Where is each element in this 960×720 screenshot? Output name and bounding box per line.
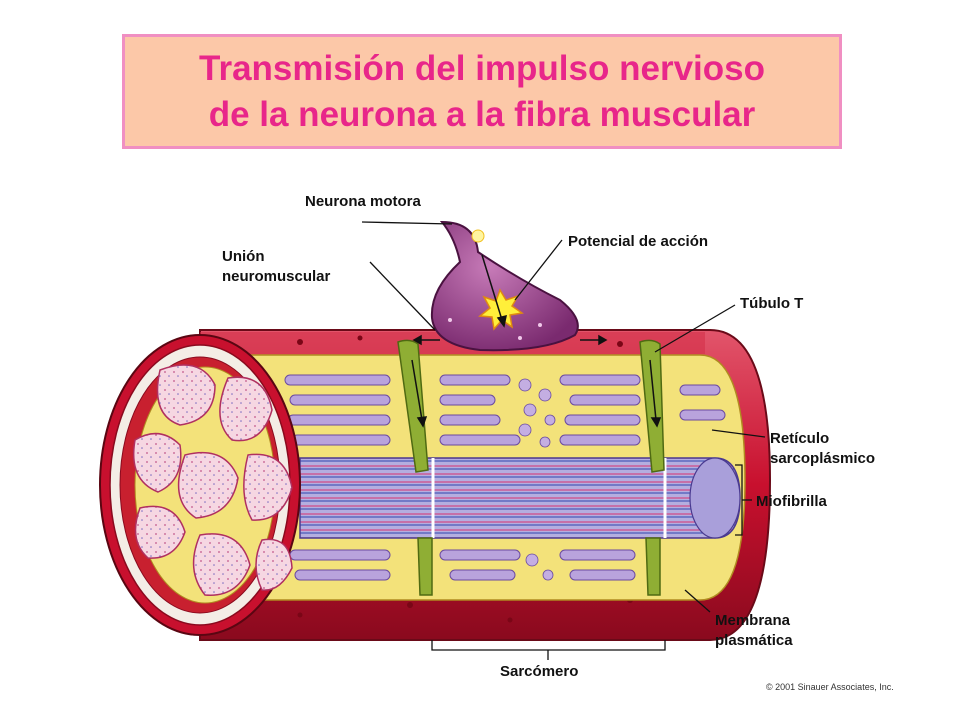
- impulse-arrows: [411, 254, 662, 428]
- label-membrana-line1: Membrana: [715, 612, 791, 629]
- myofibril: [299, 457, 741, 539]
- copyright-text: © 2001 Sinauer Associates, Inc.: [766, 682, 894, 692]
- label-neurona-motora: Neurona motora: [305, 193, 422, 210]
- label-potencial-accion: Potencial de acción: [568, 233, 708, 250]
- title-line-2: de la neurona a la fibra muscular: [208, 94, 756, 134]
- title-box: Transmisión del impulso nervioso de la n…: [122, 34, 842, 149]
- label-membrana-line2: plasmática: [715, 632, 793, 649]
- label-union-line2: neuromuscular: [222, 268, 331, 285]
- label-reticulo-line2: sarcoplásmico: [770, 450, 875, 467]
- label-sarcomero: Sarcómero: [500, 663, 578, 680]
- leader-lines: [361, 221, 766, 660]
- title-line-1: Transmisión del impulso nervioso: [199, 48, 765, 88]
- motor-neuron: [430, 220, 579, 352]
- label-miofibrilla: Miofibrilla: [756, 493, 827, 510]
- cross-section: [99, 334, 301, 636]
- label-reticulo-line1: Retículo: [770, 430, 829, 447]
- label-tubulo-t: Túbulo T: [740, 295, 803, 312]
- label-union-line1: Unión: [222, 248, 265, 265]
- t-tubules: [397, 339, 665, 596]
